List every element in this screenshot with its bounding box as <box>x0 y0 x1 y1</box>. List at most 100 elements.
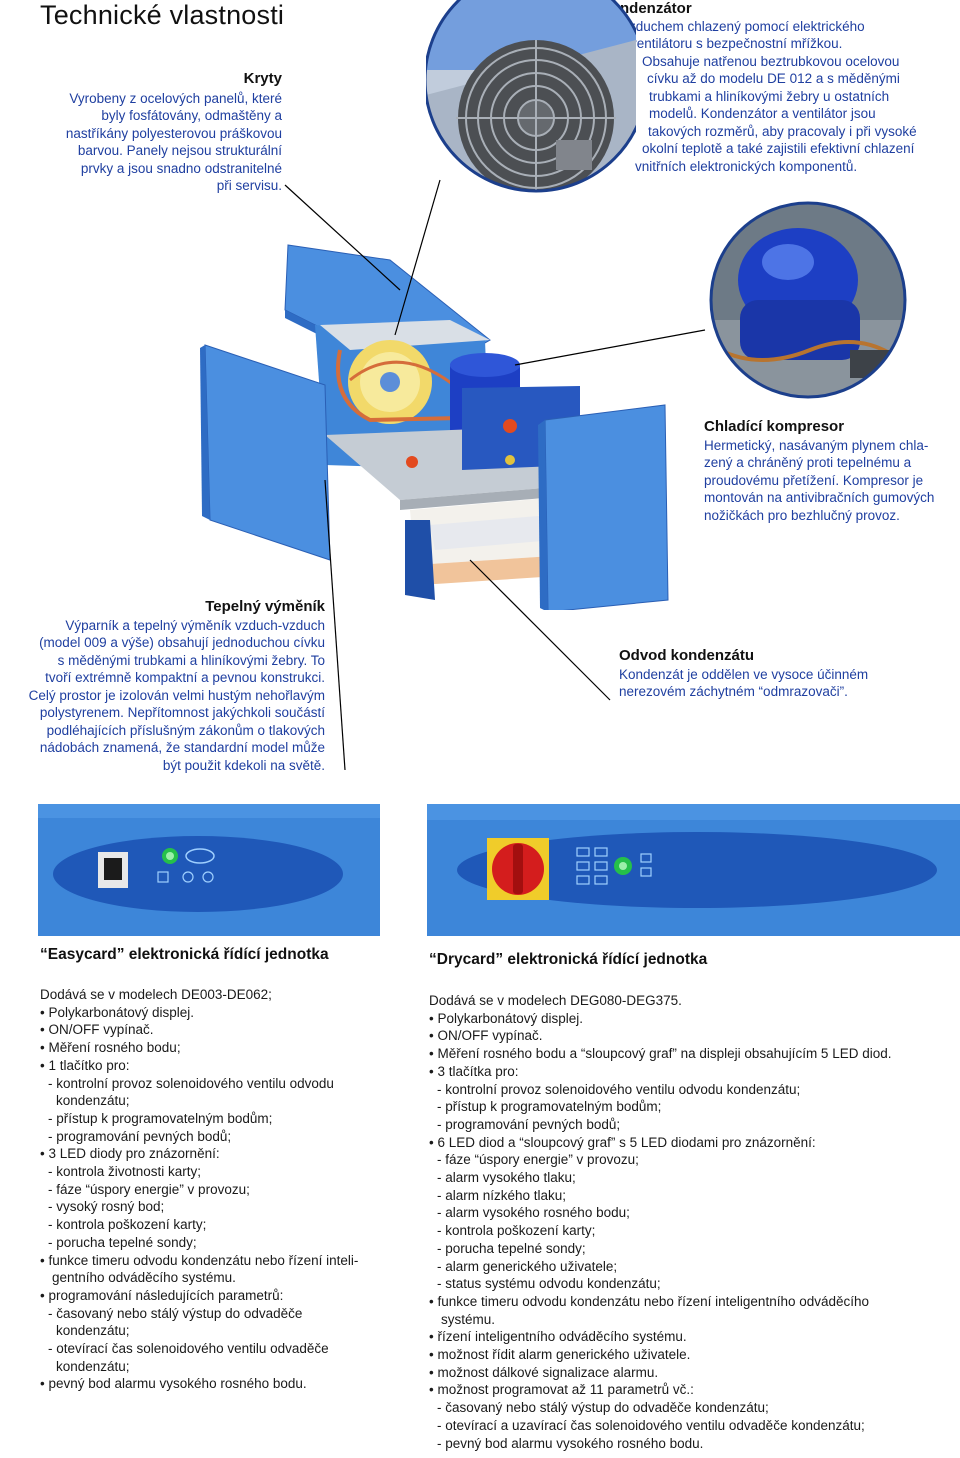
list-item: • možnost programovat až 11 parametrů vč… <box>429 1382 694 1398</box>
list-item: • pevný bod alarmu vysokého rosného bodu… <box>40 1376 307 1392</box>
page-title: Technické vlastnosti <box>40 0 285 30</box>
kondenzator-line: trubkami a hliníkovými žebry u ostatních <box>649 88 890 104</box>
text-line: zený a chráněný proti tepelnému a <box>704 455 912 470</box>
text-line: Kondenzát je oddělen ve vysoce účinném <box>619 666 869 682</box>
odvod-heading: Odvod kondenzátu <box>619 647 754 664</box>
list-item: - přístup k programovatelným bodům; <box>48 1110 273 1126</box>
kompresor-heading: Chladící kompresor <box>704 418 845 435</box>
vymenik-heading: Tepelný výměník <box>205 598 325 615</box>
list-item: • Polykarbonátový displej. <box>429 1010 584 1026</box>
list-item: • 1 tlačítko pro: <box>40 1057 130 1073</box>
kondenzator-line: okolní teplotě a také zajistili efektivn… <box>642 141 915 156</box>
list-item: - programování pevných bodů; <box>437 1116 621 1132</box>
text-line: nerezovém záchytném “odmrazovači”. <box>619 684 848 699</box>
text-line: Výparník a tepelný výměník vzduch-vzduch <box>65 617 325 633</box>
list-item: - porucha tepelné sondy; <box>48 1234 197 1250</box>
list-item: • ON/OFF vypínač. <box>429 1028 543 1044</box>
list-item: • 3 LED diody pro znázornění: <box>40 1146 220 1162</box>
list-item: - alarm vysokého rosného bodu; <box>437 1205 630 1221</box>
leader-lines <box>284 179 706 771</box>
text-line: nastříkány polyesterovou práškovou <box>65 125 282 141</box>
text-line: být použit kdekoli na světě. <box>162 757 325 773</box>
text-line: Vyrobeny z ocelových panelů, které <box>69 90 282 106</box>
list-item: - fáze “úspory energie” v provozu; <box>437 1152 639 1168</box>
compressor-photo <box>709 201 907 399</box>
list-item: - alarm generického uživatele; <box>437 1258 618 1274</box>
list-item: • Měření rosného bodu; <box>40 1040 181 1056</box>
list-item: - kontrola poškození karty; <box>48 1217 207 1233</box>
drycard-section: “Drycard” elektronická řídící jednotka <box>429 951 949 969</box>
list-item: gentního odváděcího systému. <box>52 1270 236 1286</box>
text-line: byly fosfátovány, odmaštěny a <box>101 108 282 123</box>
drycard-title: “Drycard” elektronická řídící jednotka <box>429 951 708 968</box>
kondenzator-section: Kondenzátor Vzduchem chlazený pomocí ele… <box>600 0 950 175</box>
list-item: • možnost dálkové signalizace alarmu. <box>429 1364 659 1380</box>
list-item: - programování pevných bodů; <box>48 1128 232 1144</box>
list-item: • programování následujících parametrů: <box>40 1287 284 1303</box>
kondenzator-line: takových rozměrů, aby pracovaly i při vy… <box>648 123 917 139</box>
list-item: - kontrola životnosti karty; <box>48 1164 202 1180</box>
text-line: barvou. Panely nejsou strukturální <box>77 143 282 158</box>
list-item: • Polykarbonátový displej. <box>40 1004 195 1020</box>
list-item: kondenzátu; <box>56 1358 130 1374</box>
list-item: - alarm nízkého tlaku; <box>437 1187 567 1203</box>
easycard-panel-photo <box>38 804 380 936</box>
text-line: montován na antivibračních gumových <box>704 490 935 505</box>
drycard-feature-list: Dodává se v modelech DEG080-DEG375.• Pol… <box>429 992 959 1452</box>
list-item: • možnost řídit alarm generického uživat… <box>429 1347 691 1363</box>
kompresor-text: Hermetický, nasávaným plynem chla-zený a… <box>704 437 960 525</box>
text-line: polystyrenem. Nepřítomnost jakýchkoli so… <box>39 705 325 720</box>
drycard-panel-photo <box>427 804 960 936</box>
condenser-fan-photo <box>426 0 636 193</box>
list-item: • ON/OFF vypínač. <box>40 1022 154 1038</box>
list-item: • funkce timeru odvodu kondenzátu nebo ř… <box>40 1252 359 1268</box>
text-line: proudovému přetížení. Kompresor je <box>704 472 924 488</box>
easycard-section: “Easycard” elektronická řídící jednotka <box>40 946 420 964</box>
kondenzator-line: ventilátoru s bezpečnostní mřížkou. <box>630 36 843 51</box>
list-item: • funkce timeru odvodu kondenzátu nebo ř… <box>429 1293 870 1309</box>
list-item: - otevírací a uzavírací čas solenoidovéh… <box>437 1417 865 1433</box>
list-item: • 3 tlačítka pro: <box>429 1063 519 1079</box>
kondenzator-text: Vzduchem chlazený pomocí elektrického ve… <box>600 18 950 176</box>
vymenik-leader <box>324 479 346 771</box>
vymenik-text: Výparník a tepelný výměník vzduch-vzduch… <box>0 617 325 775</box>
list-item: kondenzátu; <box>56 1323 130 1339</box>
list-item: - kontrolní provoz solenoidového ventilu… <box>437 1081 801 1097</box>
list-item: - vysoký rosný bod; <box>48 1199 165 1215</box>
list-item: - pevný bod alarmu vysokého rosného bodu… <box>437 1435 704 1451</box>
text-line: prvky a jsou snadno odstranitelné <box>80 160 282 176</box>
list-item: • řízení inteligentního odváděcího systé… <box>429 1329 687 1345</box>
dryer-exploded-illustration <box>200 244 669 610</box>
list-item: - časovaný nebo stálý výstup do odvaděče <box>48 1305 303 1321</box>
list-item: - přístup k programovatelným bodům; <box>437 1099 662 1115</box>
odvod-text: Kondenzát je oddělen ve vysoce účinném ne… <box>619 666 939 701</box>
kondenzator-line: modelů. Kondenzátor a ventilátor jsou <box>649 106 876 121</box>
kryty-heading: Kryty <box>243 70 282 87</box>
list-item: • 6 LED diod a “sloupcový graf” s 5 LED … <box>429 1134 816 1150</box>
kompresor-leader <box>514 329 706 366</box>
text-line: nožičkách pro bezhlučný provoz. <box>704 507 900 523</box>
list-item: - porucha tepelné sondy; <box>437 1240 586 1256</box>
easycard-feature-list: Dodává se v modelech DE003-DE062;• Polyk… <box>40 986 420 1393</box>
kondenzator-line: Obsahuje natřenou beztrubkovou ocelovou <box>642 53 900 69</box>
text-line: při servisu. <box>216 178 282 193</box>
list-item: kondenzátu; <box>56 1093 130 1109</box>
text-line: (model 009 a výše) obsahují jednoduchou … <box>39 635 325 650</box>
kryty-text: Vyrobeny z ocelových panelů, které byly f… <box>40 90 282 195</box>
list-item: systému. <box>441 1311 496 1327</box>
text-line: nádobách znamená, že standardní model mů… <box>39 740 325 755</box>
list-item: - časovaný nebo stálý výstup do odvaděče… <box>437 1400 769 1416</box>
list-item: - kontrola poškození karty; <box>437 1223 596 1239</box>
kondenzator-line: Vzduchem chlazený pomocí elektrického <box>620 18 865 34</box>
list-item: - otevírací čas solenoidového ventilu od… <box>48 1341 329 1357</box>
text-line: Hermetický, nasávaným plynem chla- <box>704 437 929 453</box>
list-item: - status systému odvodu kondenzátu; <box>437 1276 661 1292</box>
kondenzator-leader <box>394 179 441 336</box>
kondenzator-line: vnitřních elektronických komponentů. <box>635 158 858 174</box>
text-line: s měděnými trubkami a hliníkovými žebry.… <box>57 652 325 668</box>
list-item: • Měření rosného bodu a “sloupcový graf”… <box>429 1046 892 1062</box>
vymenik-section: Tepelný výměník Výparník a tepelný výměn… <box>0 598 325 774</box>
text-line: podléhajících příslušným zákonům o tlako… <box>46 722 325 738</box>
odvod-section: Odvod kondenzátu Kondenzát je oddělen ve… <box>619 647 939 701</box>
text-line: Celý prostor je izolován velmi hustým ne… <box>28 687 325 703</box>
